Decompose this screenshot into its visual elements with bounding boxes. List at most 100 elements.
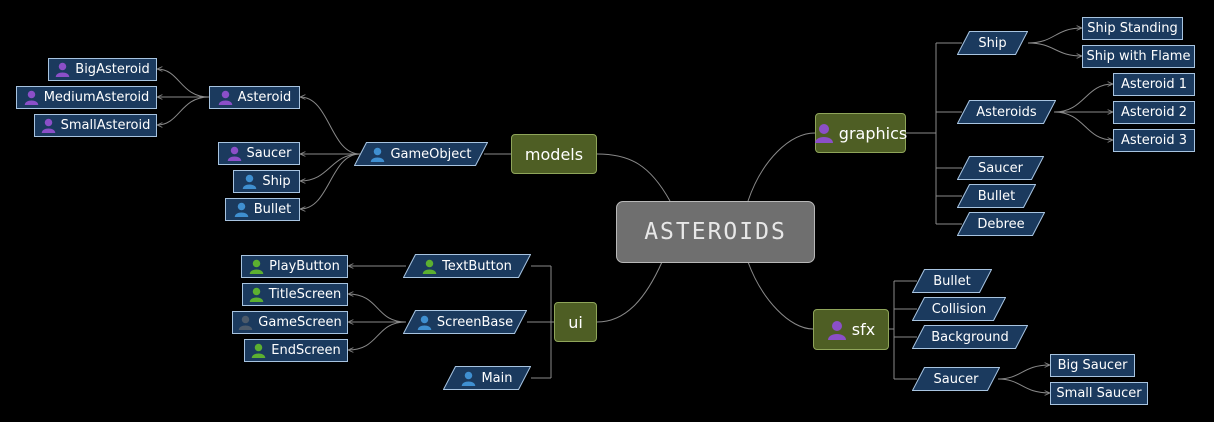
node-titlescreen[interactable]: TitleScreen — [242, 283, 348, 306]
link-ui-bracket — [527, 265, 554, 379]
branch-graphics-label: graphics — [838, 123, 908, 143]
node-bullet[interactable]: Bullet — [225, 198, 300, 221]
node-big-saucer[interactable]: Big Saucer — [1050, 354, 1135, 377]
user-icon — [234, 202, 249, 217]
branch-models-label: models — [524, 144, 584, 164]
node-sfx-background-label: Background — [931, 329, 1009, 345]
node-asteroid-1[interactable]: Asteroid 1 — [1113, 73, 1195, 96]
node-medium-asteroid[interactable]: MediumAsteroid — [16, 86, 157, 109]
node-textbutton-label: TextButton — [442, 258, 512, 274]
node-gamescreen[interactable]: GameScreen — [232, 311, 348, 334]
node-sfx-saucer-label: Saucer — [933, 371, 979, 387]
user-icon — [249, 287, 264, 302]
user-icon — [41, 118, 56, 133]
node-big-asteroid[interactable]: BigAsteroid — [48, 58, 157, 81]
link-asteroid-small — [157, 96, 210, 125]
link-screenbase-end — [348, 321, 407, 350]
link-gameobject-ship — [300, 153, 361, 181]
user-icon — [227, 146, 242, 161]
user-icon — [370, 147, 385, 162]
node-graphics-saucer[interactable]: Saucer — [957, 156, 1044, 180]
node-ship-standing-label: Ship Standing — [1087, 21, 1178, 36]
user-icon — [461, 371, 476, 386]
link-ship-standing — [1027, 28, 1082, 44]
user-icon — [251, 343, 266, 358]
link-ship-flame — [1027, 42, 1082, 56]
node-small-asteroid[interactable]: SmallAsteroid — [34, 114, 157, 137]
branch-sfx[interactable]: sfx — [813, 309, 889, 350]
branch-ui-label: ui — [568, 312, 583, 332]
node-main-label: Main — [481, 370, 513, 386]
link-asteroids-1 — [1053, 84, 1113, 113]
node-sfx-collision[interactable]: Collision — [912, 297, 1006, 321]
node-asteroid-1-label: Asteroid 1 — [1120, 77, 1188, 92]
node-graphics-ship[interactable]: Ship — [957, 31, 1028, 55]
node-sfx-saucer[interactable]: Saucer — [912, 367, 1000, 391]
link-center-models — [596, 153, 671, 202]
node-graphics-bullet[interactable]: Bullet — [957, 184, 1036, 208]
node-ship-standing[interactable]: Ship Standing — [1082, 17, 1183, 40]
user-icon — [827, 320, 847, 340]
node-saucer[interactable]: Saucer — [218, 142, 300, 165]
link-screenbase-title — [348, 294, 407, 323]
link-center-sfx — [747, 261, 814, 330]
node-saucer-label: Saucer — [246, 146, 292, 161]
central-topic[interactable]: ASTEROIDS — [616, 201, 815, 263]
node-sfx-bullet-label: Bullet — [933, 273, 971, 289]
node-small-saucer[interactable]: Small Saucer — [1050, 382, 1148, 405]
link-asteroid-big — [157, 69, 210, 98]
node-asteroid-3[interactable]: Asteroid 3 — [1113, 129, 1195, 152]
user-icon — [242, 174, 257, 189]
link-gameobject-asteroid — [300, 97, 361, 155]
node-asteroid[interactable]: Asteroid — [209, 86, 300, 109]
node-screenbase[interactable]: ScreenBase — [403, 310, 527, 334]
user-icon — [238, 315, 253, 330]
user-icon — [24, 90, 39, 105]
node-ship-label: Ship — [262, 174, 291, 189]
node-ship[interactable]: Ship — [233, 170, 300, 193]
node-graphics-debree[interactable]: Debree — [957, 212, 1045, 236]
link-gameobject-bullet — [300, 153, 361, 209]
branch-models[interactable]: models — [511, 134, 597, 174]
node-screenbase-label: ScreenBase — [436, 314, 514, 330]
node-sfx-background[interactable]: Background — [912, 325, 1028, 349]
node-asteroid-2[interactable]: Asteroid 2 — [1113, 101, 1195, 124]
node-graphics-asteroids-label: Asteroids — [976, 104, 1037, 120]
node-graphics-ship-label: Ship — [978, 35, 1007, 51]
link-center-graphics — [747, 132, 816, 202]
node-sfx-bullet[interactable]: Bullet — [912, 269, 992, 293]
node-sfx-collision-label: Collision — [931, 301, 987, 317]
link-sfx-saucer-big — [997, 365, 1050, 380]
user-icon — [218, 90, 233, 105]
user-icon — [249, 259, 264, 274]
node-graphics-bullet-label: Bullet — [977, 188, 1016, 204]
link-graphics-bracket — [906, 42, 962, 225]
node-gamescreen-label: GameScreen — [258, 315, 342, 330]
node-gameobject[interactable]: GameObject — [354, 142, 488, 166]
node-bullet-label: Bullet — [253, 202, 292, 217]
link-center-ui — [596, 261, 663, 323]
node-main[interactable]: Main — [443, 366, 531, 390]
node-medium-asteroid-label: MediumAsteroid — [43, 90, 150, 105]
node-asteroid-2-label: Asteroid 2 — [1120, 105, 1188, 120]
node-big-saucer-label: Big Saucer — [1057, 358, 1128, 373]
node-titlescreen-label: TitleScreen — [268, 287, 342, 302]
user-icon — [55, 62, 70, 77]
node-textbutton[interactable]: TextButton — [403, 254, 531, 278]
node-graphics-asteroids[interactable]: Asteroids — [957, 100, 1056, 124]
branch-ui[interactable]: ui — [554, 302, 597, 342]
branch-graphics[interactable]: graphics — [814, 113, 908, 153]
link-asteroids-3 — [1053, 111, 1113, 140]
node-gameobject-label: GameObject — [390, 146, 472, 162]
link-sfx-saucer-small — [997, 378, 1050, 393]
user-icon — [422, 259, 437, 274]
node-playbutton-label: PlayButton — [269, 259, 340, 274]
branch-sfx-label: sfx — [851, 320, 876, 339]
node-endscreen[interactable]: EndScreen — [244, 339, 348, 362]
node-big-asteroid-label: BigAsteroid — [75, 62, 150, 77]
node-ship-with-flame[interactable]: Ship with Flame — [1082, 45, 1195, 68]
node-playbutton[interactable]: PlayButton — [241, 255, 348, 278]
node-asteroid-label: Asteroid — [237, 90, 292, 105]
node-small-asteroid-label: SmallAsteroid — [60, 118, 151, 133]
